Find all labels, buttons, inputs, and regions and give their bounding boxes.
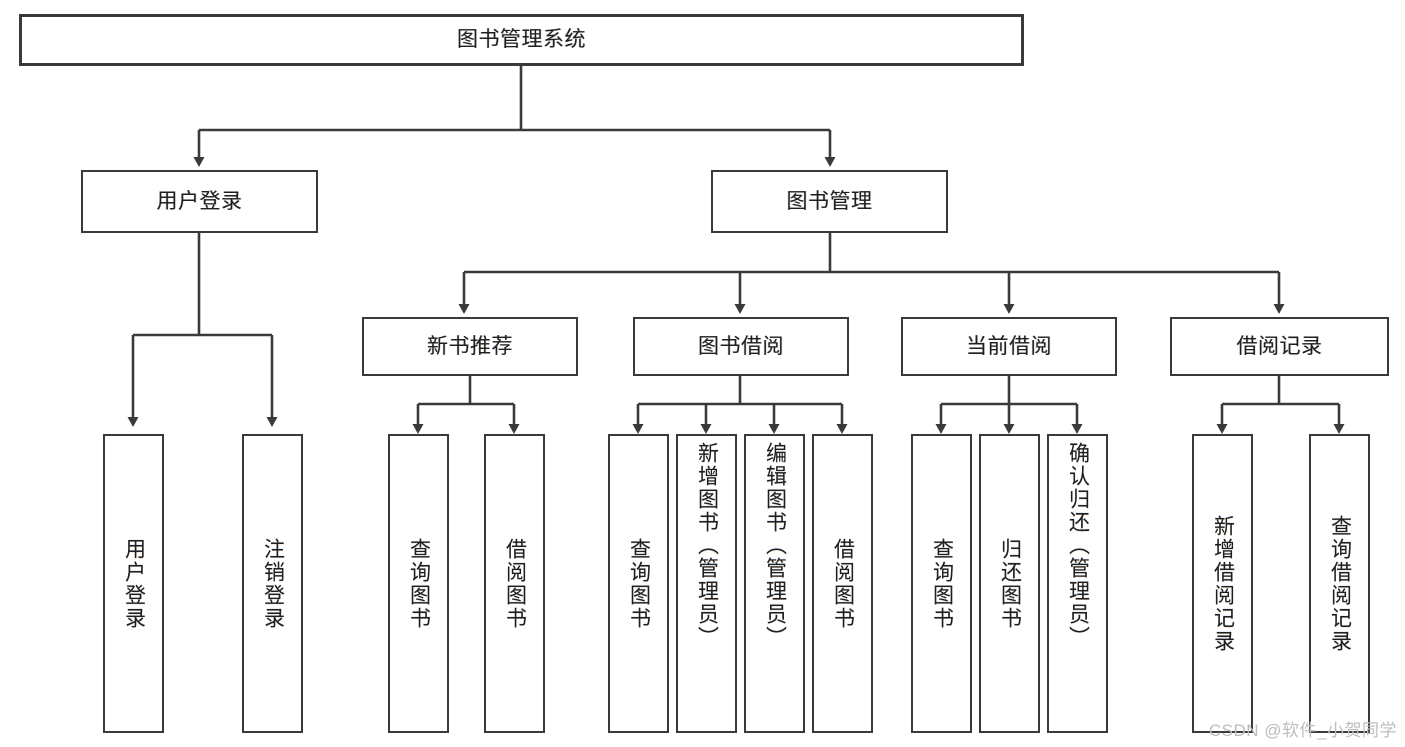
node-label: 借阅图书: [503, 537, 527, 630]
leaf-current-borrow-return[interactable]: 归还图书: [979, 434, 1040, 733]
node-label: 图书管理系统: [457, 28, 586, 52]
node-book-management[interactable]: 图书管理: [711, 170, 948, 233]
leaf-user-login-signout[interactable]: 注销登录: [242, 434, 303, 733]
leaf-new-book-query[interactable]: 查询图书: [388, 434, 449, 733]
leaf-book-borrow-edit[interactable]: 编辑图书（管理员）: [744, 434, 805, 733]
node-label: 编辑图书（管理员）: [763, 442, 787, 649]
leaf-borrow-record-query[interactable]: 查询借阅记录: [1309, 434, 1370, 733]
leaf-book-borrow-add[interactable]: 新增图书（管理员）: [676, 434, 737, 733]
leaf-current-borrow-confirm-return[interactable]: 确认归还（管理员）: [1047, 434, 1108, 733]
node-label: 查询图书: [930, 537, 954, 630]
leaf-user-login-signin[interactable]: 用户登录: [103, 434, 164, 733]
node-label: 新增图书（管理员）: [695, 442, 719, 649]
node-label: 当前借阅: [966, 334, 1052, 358]
node-label: 注销登录: [261, 537, 285, 630]
node-borrow-record[interactable]: 借阅记录: [1170, 317, 1389, 376]
leaf-new-book-borrow[interactable]: 借阅图书: [484, 434, 545, 733]
node-label: 图书管理: [786, 189, 873, 213]
leaf-book-borrow-borrow[interactable]: 借阅图书: [812, 434, 873, 733]
node-book-borrow[interactable]: 图书借阅: [633, 317, 849, 376]
node-label: 查询图书: [627, 537, 651, 630]
node-root-book-management-system[interactable]: 图书管理系统: [19, 14, 1024, 66]
node-label: 新增借阅记录: [1211, 514, 1235, 653]
node-label: 图书借阅: [698, 334, 784, 358]
node-new-book-recommend[interactable]: 新书推荐: [362, 317, 578, 376]
leaf-current-borrow-query[interactable]: 查询图书: [911, 434, 972, 733]
node-label: 用户登录: [122, 537, 146, 630]
node-label: 确认归还（管理员）: [1066, 442, 1090, 649]
node-label: 查询借阅记录: [1328, 514, 1352, 653]
node-user-login[interactable]: 用户登录: [81, 170, 318, 233]
node-label: 用户登录: [156, 189, 243, 213]
node-current-borrow[interactable]: 当前借阅: [901, 317, 1117, 376]
node-label: 查询图书: [407, 537, 431, 630]
node-label: 归还图书: [998, 537, 1022, 630]
node-label: 新书推荐: [427, 334, 513, 358]
node-label: 借阅图书: [831, 537, 855, 630]
node-label: 借阅记录: [1236, 334, 1323, 358]
leaf-book-borrow-query[interactable]: 查询图书: [608, 434, 669, 733]
leaf-borrow-record-add[interactable]: 新增借阅记录: [1192, 434, 1253, 733]
